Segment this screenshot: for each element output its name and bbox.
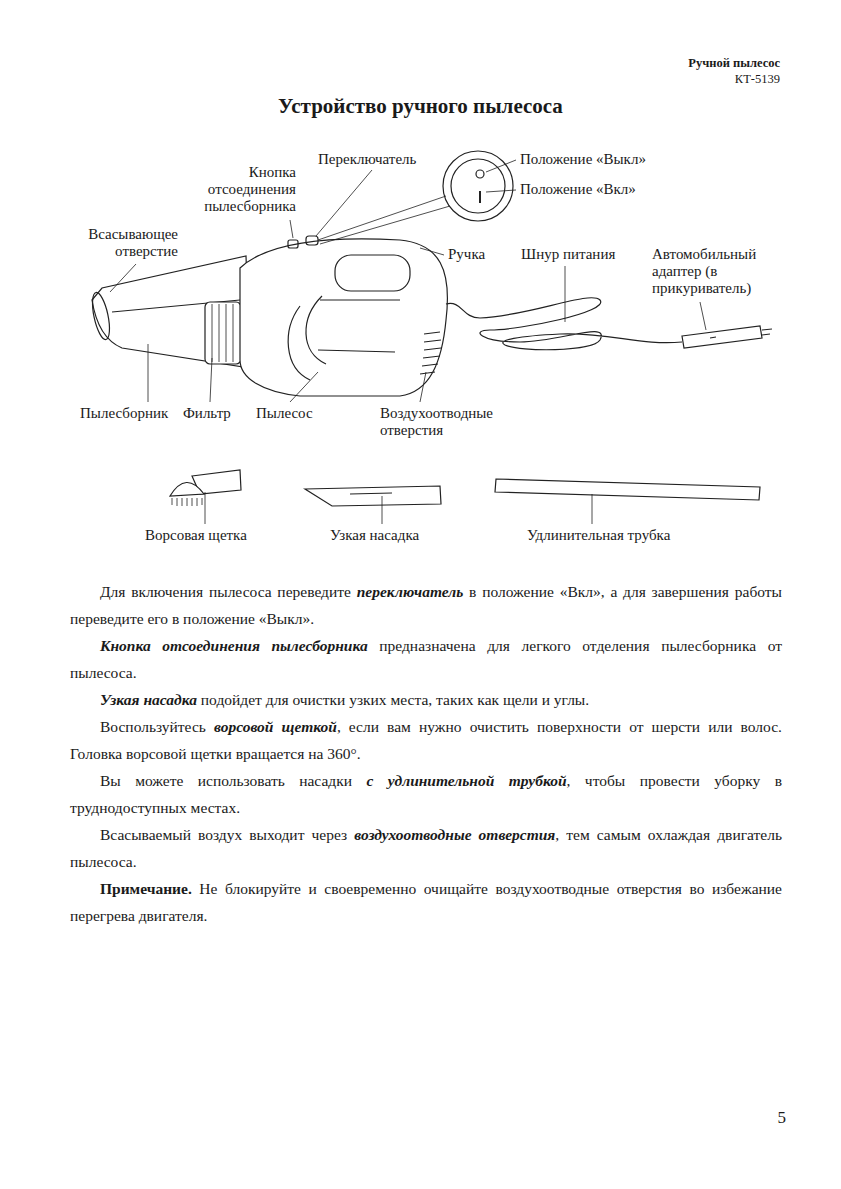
emphasis-text: Кнопка отсоединения пылесборника xyxy=(100,637,368,654)
filter xyxy=(205,302,241,364)
emphasis-text: ворсовой щеткой xyxy=(214,718,337,735)
body-paragraph: Кнопка отсоединения пылесборника предназ… xyxy=(70,632,782,686)
leader-line xyxy=(290,372,318,402)
release-button xyxy=(288,240,298,248)
crevice-tool xyxy=(305,486,441,506)
accessory-label: Ворсовая щетка xyxy=(145,527,247,544)
emphasis-text: с удлинительной трубкой xyxy=(366,772,566,789)
brush-head xyxy=(170,482,204,496)
part-label: Фильтр xyxy=(183,405,231,422)
part-label: Шнур питания xyxy=(521,246,615,263)
off-mark xyxy=(476,170,484,178)
suction-opening xyxy=(89,291,113,341)
air-vents xyxy=(420,332,441,374)
leader-line xyxy=(700,302,706,330)
body-text: Всасываемый воздух выходит через xyxy=(100,826,354,843)
extension-tube xyxy=(495,479,760,500)
leader-line xyxy=(486,190,516,192)
switch-detail-inner xyxy=(451,159,505,213)
body-text: подойдет для очистки узких места, таких … xyxy=(197,691,589,708)
power-cord xyxy=(446,298,682,350)
dust-container xyxy=(92,256,250,368)
body-contours xyxy=(288,296,400,380)
adapter-details xyxy=(710,329,772,338)
filter-ribs xyxy=(212,304,233,362)
leader-line xyxy=(486,160,516,172)
leader-line xyxy=(592,494,593,524)
running-header: Ручной пылесос xyxy=(580,56,780,71)
brush-bristles xyxy=(172,498,202,506)
emphasis-text: Узкая насадка xyxy=(100,691,197,708)
part-label: Переключатель xyxy=(318,151,416,168)
part-label: Пылесборник xyxy=(80,405,168,422)
body-paragraph: Вы можете использовать насадки с удлинит… xyxy=(70,767,782,821)
body-paragraph: Всасываемый воздух выходит через воздухо… xyxy=(70,821,782,875)
body-text: Вы можете использовать насадки xyxy=(100,772,366,789)
car-adapter xyxy=(682,326,762,348)
leader-line xyxy=(148,344,149,402)
leader-line xyxy=(420,372,426,402)
leader-line xyxy=(210,358,212,402)
body-text: Воспользуйтесь xyxy=(100,718,214,735)
crevice-slot xyxy=(350,493,392,494)
page-title: Устройство ручного пылесоса xyxy=(0,94,841,119)
body-paragraph: Примечание. Не блокируйте и своевременно… xyxy=(70,875,782,929)
part-label: Воздухоотводные отверстия xyxy=(380,405,510,439)
accessories xyxy=(170,470,760,506)
body-paragraph: Воспользуйтесь ворсовой щеткой, если вам… xyxy=(70,713,782,767)
leader-line xyxy=(420,248,444,255)
body-paragraph: Для включения пылесоса переведите перекл… xyxy=(70,578,782,632)
part-label: Кнопка отсоединения пылесборника xyxy=(172,164,296,215)
part-label: Всасывающее отверстие xyxy=(70,226,178,260)
leader-lines xyxy=(110,160,706,524)
handle-opening xyxy=(335,255,410,291)
emphasis-text: воздухоотводные отверстия xyxy=(354,826,555,843)
leader-line xyxy=(205,492,206,524)
on-mark xyxy=(479,191,481,203)
emphasis-text: Примечание. xyxy=(100,880,192,897)
zoom-lines xyxy=(318,196,450,244)
page-number: 5 xyxy=(756,1108,786,1128)
switch xyxy=(306,236,318,245)
leader-line xyxy=(382,496,383,524)
accessory-label: Удлинительная трубка xyxy=(527,527,670,544)
part-label: Положение «Вкл» xyxy=(520,181,636,198)
part-label: Пылесос xyxy=(256,405,313,422)
switch-detail-outer xyxy=(443,151,513,221)
accessory-label: Узкая насадка xyxy=(330,527,419,544)
body-text: Для включения пылесоса переведите xyxy=(100,583,357,600)
body-paragraph: Узкая насадка подойдет для очистки узких… xyxy=(70,686,782,713)
leader-line xyxy=(110,264,136,292)
part-label: Автомобильный адаптер (в прикуриватель) xyxy=(652,246,787,297)
part-label: Ручка xyxy=(448,246,485,263)
leader-line xyxy=(565,266,566,322)
leader-line xyxy=(290,220,293,238)
emphasis-text: переключатель xyxy=(357,583,464,600)
leader-line xyxy=(316,170,372,236)
part-label: Положение «Выкл» xyxy=(520,151,646,168)
vacuum-body xyxy=(240,239,447,396)
model-number: КТ-5139 xyxy=(580,72,780,87)
